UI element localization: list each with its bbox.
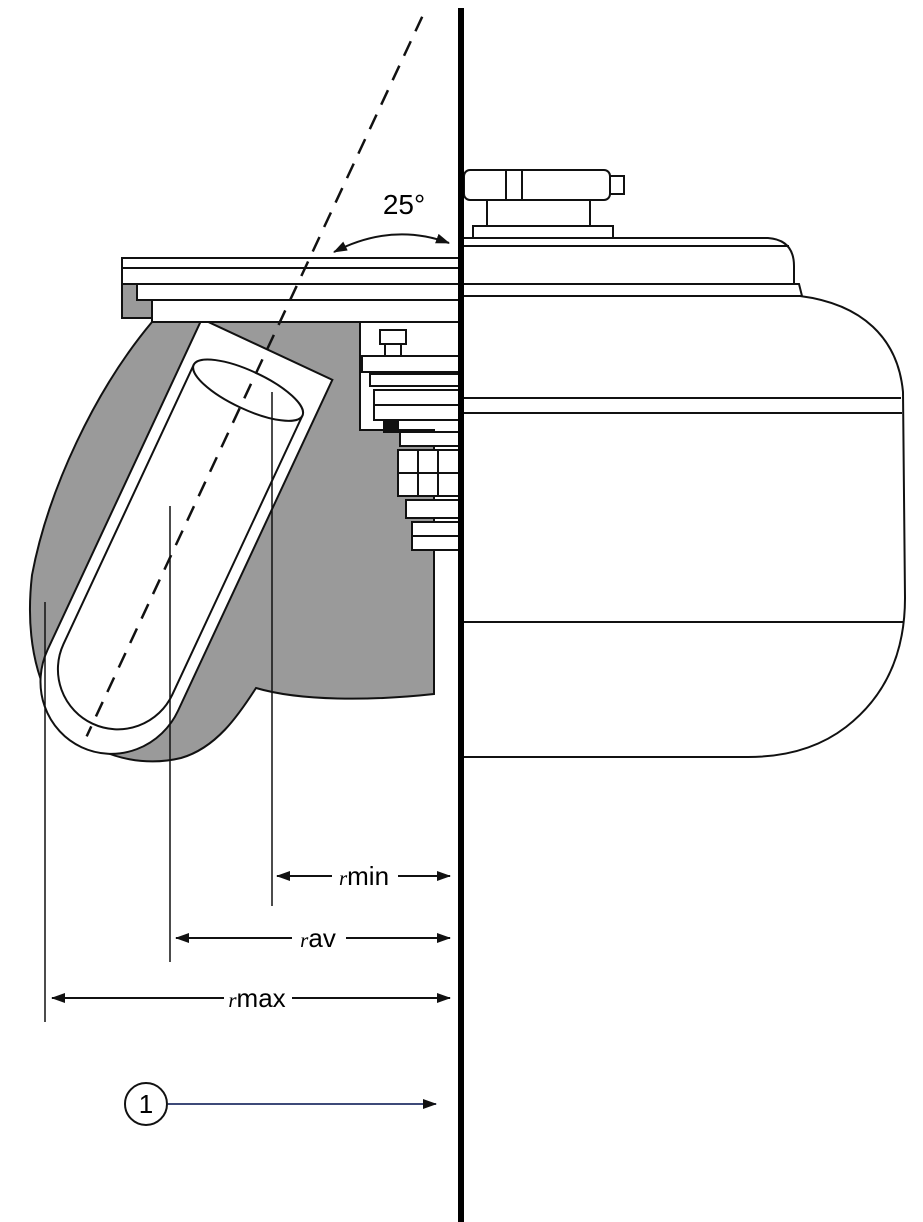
knob-handle-tab — [609, 175, 625, 195]
rmin-symbol: r — [339, 866, 348, 890]
rmax-sub: max — [237, 983, 286, 1013]
rav-label: rav — [300, 923, 336, 953]
flange-lip — [121, 283, 153, 319]
hub-bolt-head — [379, 329, 407, 345]
callout-1: 1 — [124, 1082, 437, 1126]
rmin-sub: min — [347, 861, 389, 891]
flange-inner-layer — [151, 299, 462, 323]
hub-collar — [405, 499, 462, 519]
callout-circle — [124, 1082, 168, 1126]
angle-label: 25° — [383, 189, 425, 220]
rmin-label: rmin — [339, 861, 389, 891]
lid-flange-section — [121, 257, 462, 323]
sample-tube-body — [56, 363, 304, 731]
rmax-label: rmax — [228, 983, 285, 1013]
hub-details — [361, 329, 462, 551]
tube-axis-dashed-line — [85, 16, 424, 737]
dimension-lines — [51, 871, 451, 1003]
body-outline — [461, 295, 907, 758]
callout-number: 1 — [139, 1089, 153, 1119]
hub-plate-1 — [361, 355, 462, 373]
rotor-exterior — [461, 169, 907, 758]
rav-sub: av — [308, 923, 335, 953]
hub-bolt-shaft — [384, 343, 402, 357]
extension-lines — [44, 392, 273, 1022]
lid-top — [461, 237, 795, 285]
tube-axis-group — [85, 16, 424, 737]
hub-plate-2 — [369, 373, 462, 387]
lid-band — [461, 283, 804, 297]
flange-mid-layer — [136, 283, 462, 301]
flange-top-layer — [121, 257, 462, 285]
hub-seal — [383, 419, 399, 433]
knob-base — [472, 225, 614, 239]
angle-arc-arrow — [333, 233, 450, 253]
rav-symbol: r — [300, 928, 309, 952]
rmax-symbol: r — [228, 988, 237, 1012]
hub-spacer — [399, 431, 462, 447]
knob-handle — [463, 169, 611, 201]
